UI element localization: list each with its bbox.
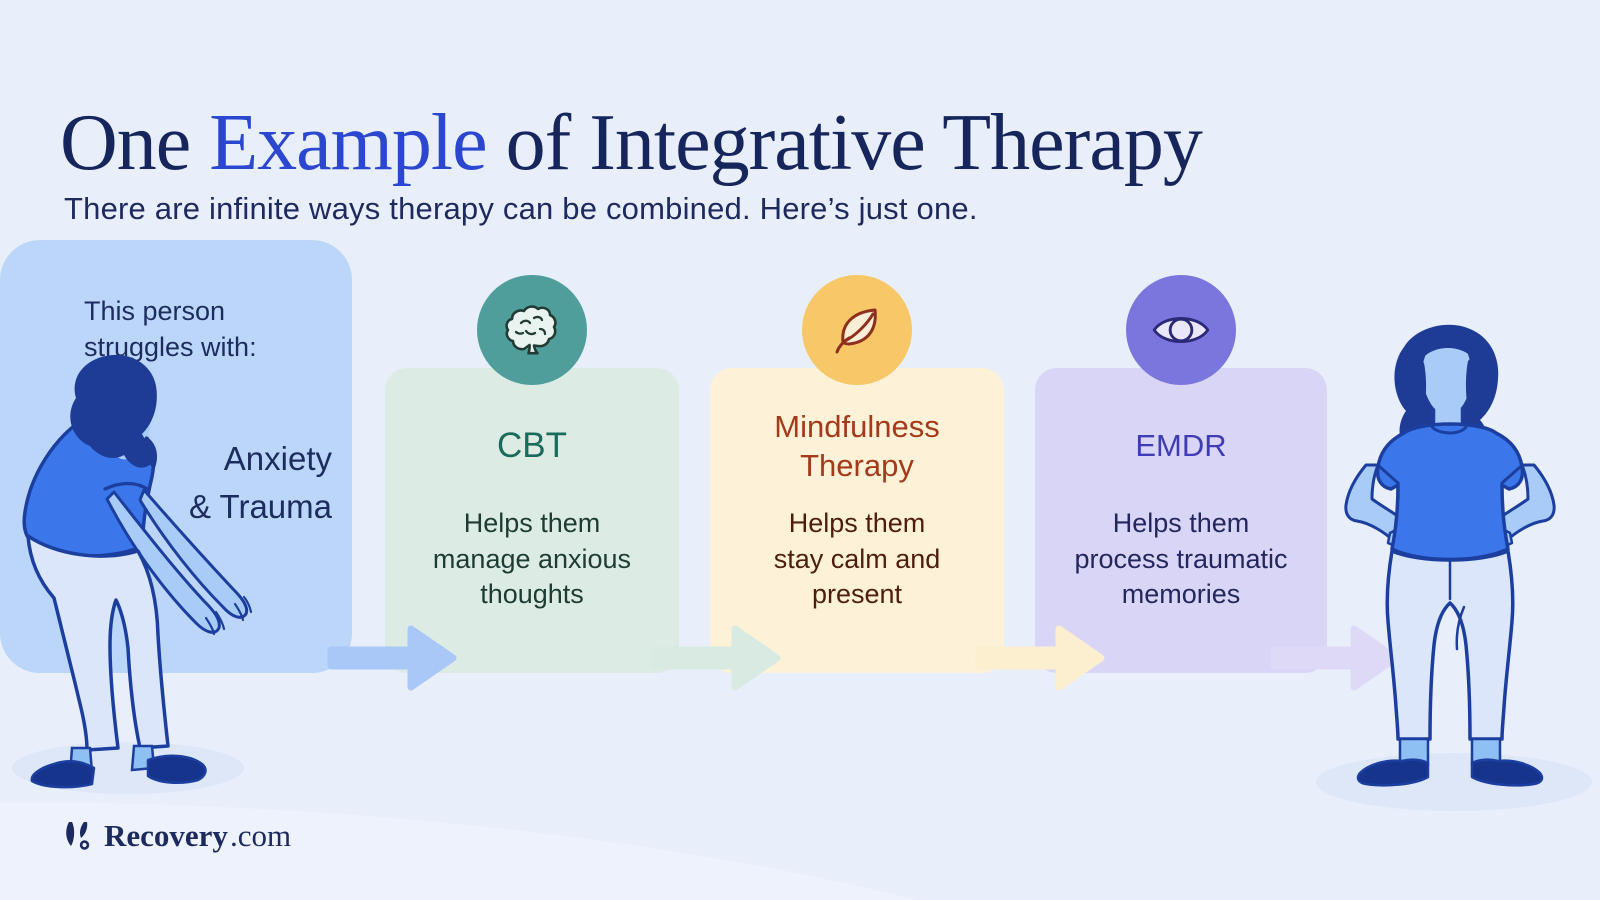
condition-line-1: Anxiety bbox=[223, 440, 332, 477]
cbt-title: CBT bbox=[497, 425, 567, 465]
cbt-card: CBT Helps them manage anxious thoughts bbox=[385, 368, 679, 673]
mindfulness-card: Mindfulness Therapy Helps them stay calm… bbox=[710, 368, 1004, 673]
flow-arrow-2 bbox=[651, 625, 781, 691]
flow-arrow-1 bbox=[327, 625, 457, 691]
recovery-logo-icon bbox=[66, 822, 90, 850]
title-highlight: Example bbox=[209, 98, 487, 187]
condition-line-2: & Trauma bbox=[188, 487, 332, 525]
person-before-illustration bbox=[22, 354, 253, 789]
flow-arrow-3 bbox=[975, 625, 1105, 691]
intro-line-1: This person bbox=[84, 296, 226, 326]
condition-label: Anxiety & Trauma bbox=[189, 435, 332, 530]
flow-arrow-4 bbox=[1270, 625, 1400, 691]
cbt-description: Helps them manage anxious thoughts bbox=[432, 508, 632, 610]
leaf-icon bbox=[835, 308, 877, 354]
page-title: One Example of Integrative Therapy bbox=[60, 98, 1203, 189]
title-post: of Integrative Therapy bbox=[486, 98, 1203, 187]
brain-icon bbox=[505, 305, 557, 355]
mindfulness-description: Helps them stay calm and present bbox=[773, 508, 941, 610]
mindfulness-circle bbox=[802, 275, 912, 385]
brand-name: Recovery bbox=[104, 818, 228, 853]
cbt-circle bbox=[477, 275, 587, 385]
page-subtitle: There are infinite ways therapy can be c… bbox=[64, 191, 978, 226]
emdr-description: Helps them process traumatic memories bbox=[1074, 508, 1288, 610]
eye-icon bbox=[1152, 317, 1210, 343]
brand-suffix: .com bbox=[229, 818, 292, 853]
emdr-circle bbox=[1126, 275, 1236, 385]
emdr-title: EMDR bbox=[1135, 428, 1227, 464]
mindfulness-title: Mindfulness Therapy bbox=[774, 408, 940, 483]
title-pre: One bbox=[60, 98, 210, 187]
emdr-card: EMDR Helps them process traumatic memori… bbox=[1035, 368, 1327, 673]
person-after-illustration bbox=[1344, 324, 1556, 787]
brand-footer: Recovery.com bbox=[62, 818, 291, 854]
